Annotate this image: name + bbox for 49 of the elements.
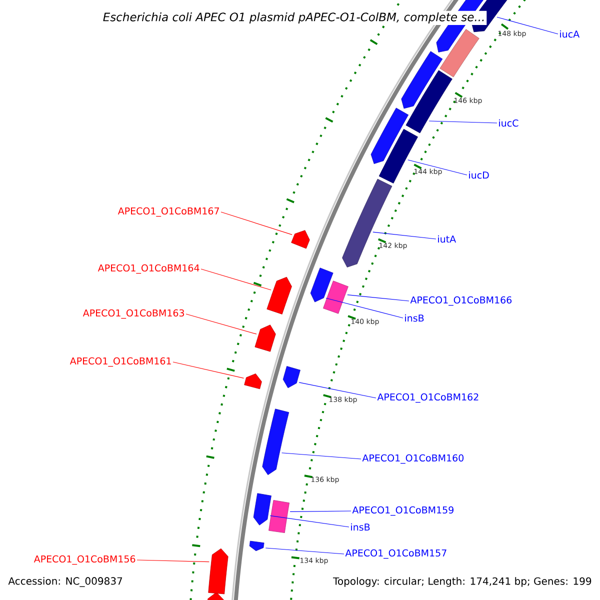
- gene-block: [282, 366, 300, 388]
- gene-block: [310, 268, 334, 302]
- leader-line: [172, 362, 244, 378]
- leader-line: [186, 314, 257, 334]
- gene-label: APECO1_O1CoBM159: [352, 506, 454, 516]
- gene-block: [323, 280, 348, 314]
- map-title: Escherichia coli APEC O1 plasmid pAPEC-O1-ColBM, complete se...: [101, 10, 487, 26]
- gene-label: APECO1_O1CoBM162: [377, 393, 478, 403]
- leader-line: [200, 268, 272, 290]
- accession-text: Accession: NC_009837: [7, 576, 124, 588]
- gene-label: APECO1_O1CoBM163: [82, 309, 184, 319]
- gene-label: APECO1_O1CoBM160: [362, 454, 464, 464]
- gene-label: APECO1_O1CoBM157: [345, 549, 446, 559]
- leader-line: [326, 298, 404, 318]
- leader-line: [220, 212, 292, 235]
- gene-label: insB: [405, 314, 424, 322]
- gene-label: APECO1_O1CoBM166: [410, 296, 512, 306]
- leader-line: [136, 560, 210, 562]
- gene-block: [253, 493, 272, 526]
- leader-line: [347, 294, 410, 302]
- leader-line: [408, 160, 468, 176]
- gene-label: iucC: [499, 119, 518, 127]
- gene-block: [268, 500, 290, 533]
- leader-line: [428, 120, 498, 124]
- leader-line: [298, 382, 376, 398]
- gene-block: [291, 230, 310, 249]
- leader-line: [290, 510, 352, 512]
- leader-line: [270, 515, 350, 528]
- gene-label: APECO1_O1CoBM167: [118, 207, 219, 217]
- gene-block: [266, 276, 292, 314]
- leader-line: [265, 548, 344, 554]
- gene-label: APECO1_O1CoBM156: [34, 555, 136, 565]
- gene-block: [254, 324, 276, 352]
- gene-label: APECO1_O1CoBM164: [98, 264, 200, 274]
- gene-label: APECO1_O1CoBM161: [70, 357, 171, 367]
- gene-block: [249, 540, 264, 552]
- gene-block: [208, 548, 228, 594]
- summary-text: Topology: circular; Length: 174,241 bp; Genes: 199: [332, 576, 593, 588]
- gene-block: [406, 70, 452, 134]
- gene-label: insB: [351, 523, 370, 531]
- gene-block: [244, 374, 262, 390]
- gene-label: iucD: [469, 171, 489, 179]
- leader-line: [496, 16, 558, 34]
- leader-line: [281, 452, 362, 460]
- gene-label: iucA: [560, 30, 580, 38]
- gene-label: iutA: [438, 235, 456, 243]
- gene-block: [262, 408, 290, 476]
- leader-line: [372, 232, 436, 240]
- gene-block: [342, 178, 392, 268]
